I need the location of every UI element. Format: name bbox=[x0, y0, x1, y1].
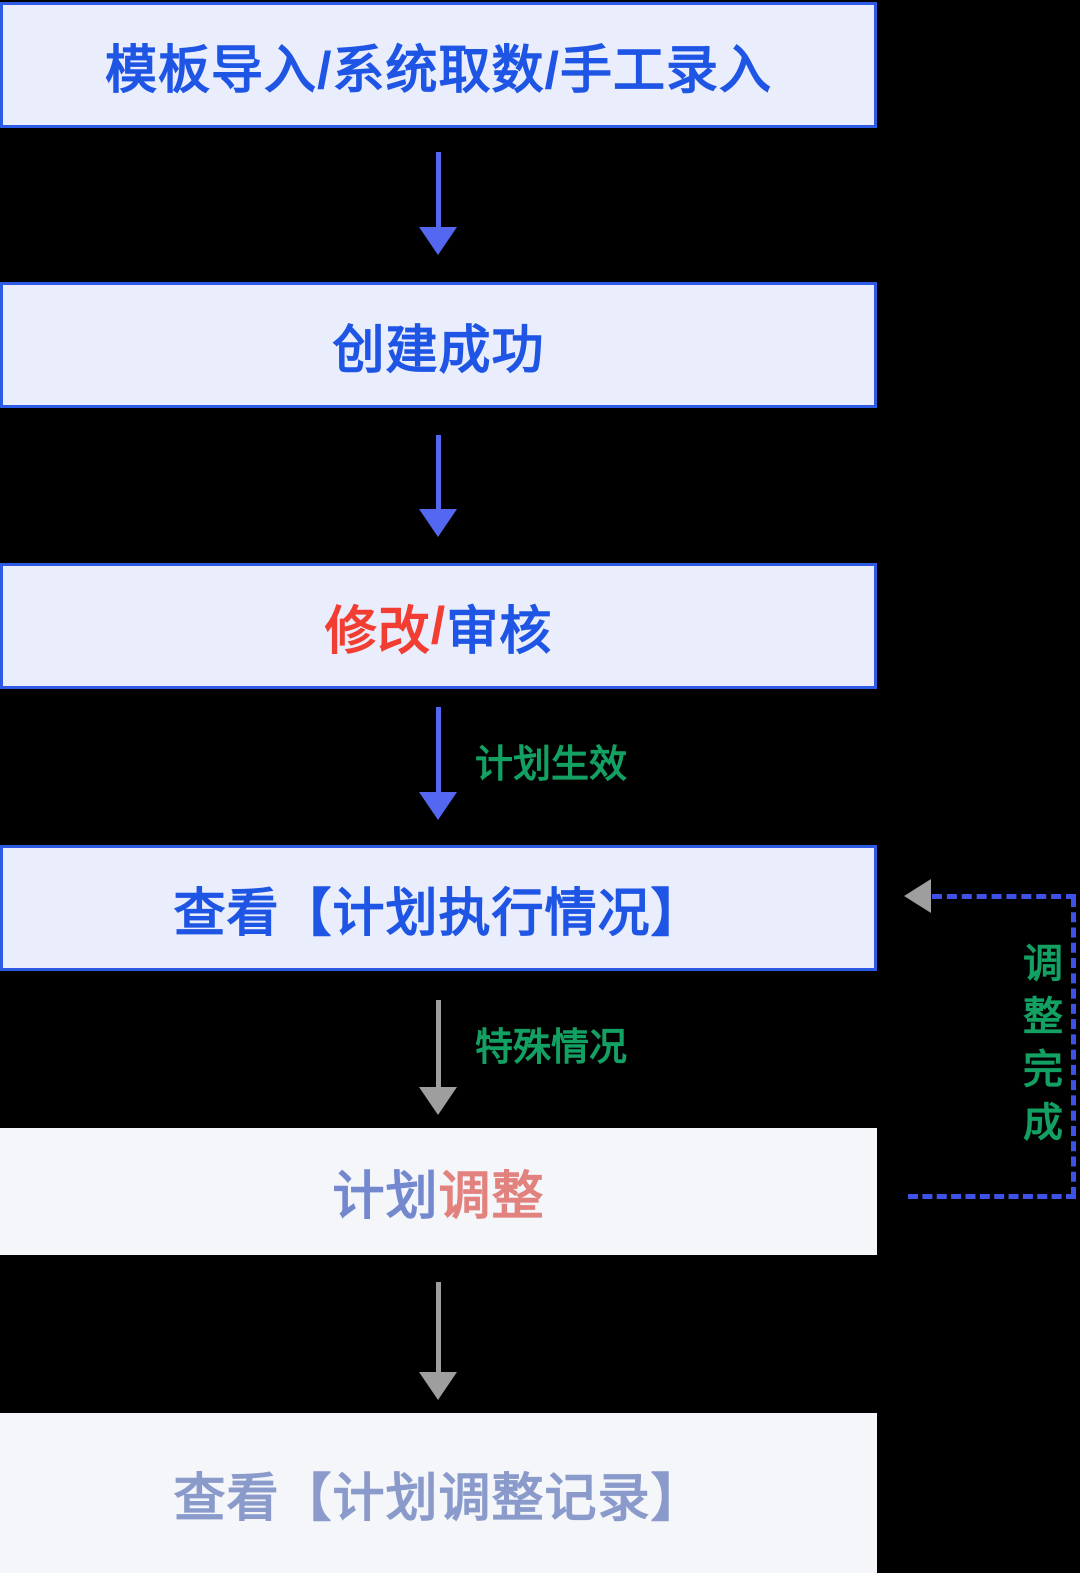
dashed-connector-vertical bbox=[1071, 897, 1076, 1197]
arrow-shaft bbox=[435, 707, 441, 792]
flow-node-view-records-label: 查看【计划调整记录】 bbox=[173, 1469, 704, 1528]
left-arrow-head-icon bbox=[904, 879, 931, 913]
flow-node-entry-label: 模板导入/系统取数/手工录入 bbox=[105, 41, 772, 100]
flow-node-view-execution: 查看【计划执行情况】 bbox=[0, 845, 877, 971]
modify-segment: 修改 bbox=[324, 602, 431, 661]
arrow-head-icon bbox=[419, 1087, 457, 1115]
down-arrow-icon bbox=[416, 1000, 460, 1115]
down-arrow-icon bbox=[416, 707, 460, 820]
dashed-connector-bottom bbox=[908, 1194, 1076, 1199]
flow-node-created-label: 创建成功 bbox=[332, 321, 545, 380]
down-arrow-icon bbox=[416, 435, 460, 537]
edge-label-plan-effective: 计划生效 bbox=[475, 744, 628, 786]
arrow-shaft bbox=[435, 1282, 441, 1372]
arrow-shaft bbox=[435, 152, 441, 227]
down-arrow-icon bbox=[416, 152, 460, 255]
flow-node-view-execution-label: 查看【计划执行情况】 bbox=[173, 884, 704, 943]
flow-node-plan-adjust: 计划 调整 bbox=[0, 1128, 877, 1255]
down-arrow-icon bbox=[416, 1282, 460, 1400]
plan-segment: 计划 bbox=[332, 1168, 439, 1226]
review-segment: 审核 bbox=[446, 602, 553, 661]
arrow-head-icon bbox=[419, 227, 457, 255]
dashed-connector-top bbox=[932, 894, 1076, 899]
arrow-head-icon bbox=[419, 509, 457, 537]
edge-label-special-case: 特殊情况 bbox=[475, 1027, 628, 1069]
edge-label-adjust-done: 调整完成 bbox=[1017, 942, 1061, 1154]
slash-segment: / bbox=[430, 597, 447, 655]
flow-node-modify-review: 修改 / 审核 bbox=[0, 563, 877, 689]
arrow-shaft bbox=[435, 435, 441, 509]
arrow-shaft bbox=[435, 1000, 441, 1087]
adjust-segment: 调整 bbox=[438, 1168, 545, 1226]
flow-node-view-records: 查看【计划调整记录】 bbox=[0, 1413, 877, 1573]
flow-node-entry: 模板导入/系统取数/手工录入 bbox=[0, 2, 877, 128]
arrow-head-icon bbox=[419, 1372, 457, 1400]
arrow-head-icon bbox=[419, 792, 457, 820]
flow-node-created: 创建成功 bbox=[0, 282, 877, 408]
